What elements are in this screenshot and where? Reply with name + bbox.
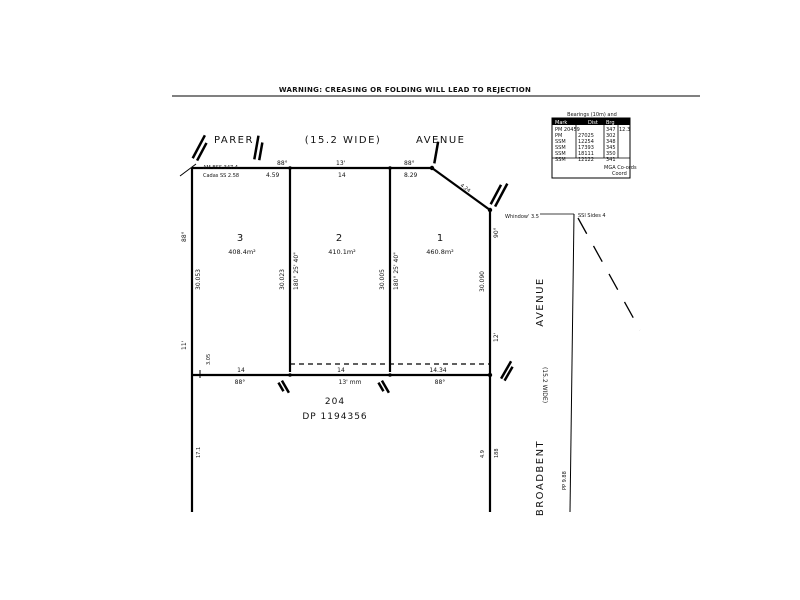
table-cell: 350 [606, 151, 616, 157]
right-lower-dim: 4.9 [480, 450, 486, 458]
table-col-header: Mark [555, 120, 567, 126]
right-bearing-1: 90° [493, 227, 500, 238]
survey-mark-block [196, 142, 208, 162]
table-cell: 348 [606, 139, 616, 145]
divider-2-1-bearing: 180° 25' 40" [393, 252, 400, 290]
table-footer-2: Coord [612, 171, 627, 177]
table-title: Bearings (10m) and [567, 112, 617, 118]
table-cell: 302 [606, 133, 616, 139]
broadbent-street-label: BROADBENT [535, 440, 546, 516]
top-left-note-2: Cadas SS 2.58 [203, 173, 239, 179]
corner-truncation-line [431, 167, 491, 211]
corner-marker [388, 373, 392, 377]
warning-text: WARNING: CREASING OR FOLDING WILL LEAD T… [279, 86, 531, 94]
corner-marker [388, 166, 392, 170]
corner-marker [487, 207, 493, 213]
table-cell: 345 [606, 145, 616, 151]
table-cell: 12122 [578, 157, 594, 163]
rear-bearing-3: 88° [435, 379, 446, 386]
table-cell: 18111 [578, 151, 594, 157]
lot-1-area: 460.8m² [426, 248, 454, 256]
corner-marker [487, 372, 493, 378]
rear-bearing-2: 13' mm [339, 379, 362, 386]
pp-reference: PP 9.88 [562, 471, 568, 490]
left-bearing-1: 88° [181, 231, 188, 242]
table-cell: 347 [606, 127, 616, 133]
survey-mark-block [191, 134, 206, 159]
survey-mark-block [277, 382, 285, 392]
survey-mark-block [500, 360, 513, 380]
table-cell: 12254 [578, 139, 594, 145]
table-cell: PM [555, 133, 562, 139]
right-side-note-2: SSI Sides 4 [578, 213, 606, 219]
survey-mark-block [253, 135, 260, 160]
survey-mark-block [494, 183, 509, 208]
rear-lot3-dim: 14 [237, 367, 245, 374]
table-col-header: Brg [606, 120, 615, 126]
right-length: 30.090 [479, 271, 486, 292]
table-cell: 17393 [578, 145, 594, 151]
divider-3-2-length: 30.023 [279, 269, 286, 290]
lot-2-number: 2 [336, 233, 342, 244]
left-bearing-2: 11' [181, 340, 188, 350]
top-lot3-frontage: 4.59 [266, 172, 280, 179]
table-cell: PM 20459 [555, 127, 580, 133]
left-side-small: 3.05 [206, 354, 212, 365]
lot-3-number: 3 [237, 233, 243, 244]
parer-street-label: PARER [214, 135, 254, 146]
top-lot1-frontage: 8.29 [404, 172, 418, 179]
right-side-note: Whindow' 3.5 [505, 214, 539, 220]
right-bearing-2: 12' [493, 332, 500, 342]
left-boundary-tick [179, 163, 197, 177]
rear-lot2-dim: 14 [337, 367, 345, 374]
table-col-header: Dist [588, 120, 598, 126]
top-bearing-2: 13' [336, 160, 346, 167]
lot-1-number: 1 [437, 233, 443, 244]
lot-3-area: 408.4m² [228, 248, 256, 256]
survey-mark-block [503, 366, 514, 382]
survey-mark-block [280, 380, 290, 394]
table-header-bar [552, 118, 630, 125]
broadbent-avenue-label: AVENUE [535, 277, 546, 326]
parcel-lot-number: 204 [325, 397, 345, 407]
table-cell: SSM [555, 145, 566, 151]
survey-mark-block [377, 382, 385, 392]
top-bearing-3: 88° [404, 160, 415, 167]
corner-diagonal-dim: 4.24 [459, 183, 472, 194]
table-cell: 27025 [578, 133, 594, 139]
corner-marker [288, 166, 292, 170]
parer-avenue-label: AVENUE [416, 135, 465, 146]
table-cell: 12.3 [619, 127, 630, 133]
rear-bearing-1: 88° [235, 379, 246, 386]
corner-marker [429, 165, 435, 171]
survey-mark-block [433, 141, 440, 164]
top-left-note: AM-BSS 347.4 [203, 165, 238, 171]
survey-mark-block [489, 184, 503, 205]
lot-2-area: 410.1m² [328, 248, 356, 256]
table-cell: 341 [606, 157, 616, 163]
rear-lot1-dim: 14.34 [429, 367, 446, 374]
left-lower-dim: 17.1 [196, 447, 202, 458]
broadbent-width-label: (15.2 WIDE) [541, 367, 548, 403]
survey-mark-block [380, 380, 390, 394]
road-alignment-vertical [569, 213, 575, 513]
table-footer: MGA Co-ords [604, 165, 637, 171]
left-length: 30.053 [195, 269, 202, 290]
top-bearing-1: 88° [277, 160, 288, 167]
road-alignment-dashed [577, 217, 641, 331]
table-cell: SSM [555, 151, 566, 157]
corner-marker [288, 373, 292, 377]
divider-3-2-bearing: 180° 25' 40" [293, 252, 300, 290]
parer-width-label: (15.2 WIDE) [305, 135, 382, 146]
divider-2-1-length: 30.005 [379, 269, 386, 290]
table-cell: SSM [555, 157, 566, 163]
parcel-dp-number: DP 1194356 [302, 412, 367, 422]
right-lower-dim-2: 188 [494, 448, 500, 458]
table-cell: SSM [555, 139, 566, 145]
top-lot2-frontage: 14 [338, 172, 346, 179]
survey-mark-block [258, 142, 264, 161]
